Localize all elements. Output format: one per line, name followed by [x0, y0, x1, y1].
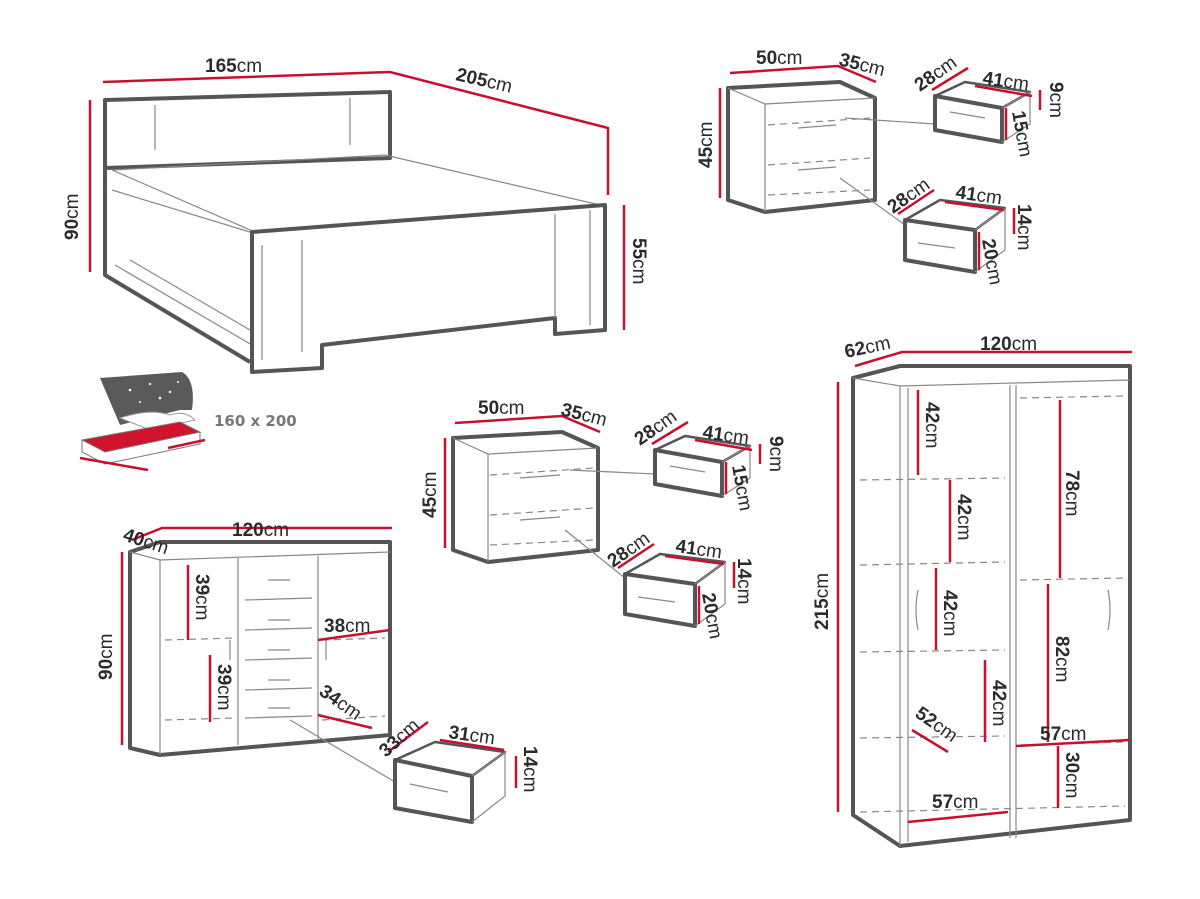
- bedside-table-2-width-label: 50cm: [478, 398, 524, 419]
- mattress-icon: 160 x 200: [79, 372, 297, 472]
- dresser-left-shelf-upper-label: 39cm: [191, 574, 212, 620]
- bedside-table-1-drawer-bottom-depth-label: 28cm: [884, 174, 934, 218]
- bedside-table-2-drawer-bottom-front-label: 20cm: [697, 591, 726, 640]
- bed-length-label: 205cm: [454, 64, 514, 97]
- dresser-right-shelf-label: 38cm: [324, 616, 370, 637]
- wardrobe-height-label: 215cm: [812, 573, 833, 630]
- bedside-table-1-width-label: 50cm: [756, 48, 802, 69]
- bedside-table-1-top-dimension: [729, 64, 877, 84]
- bedside-table-2-drawer-bottom: 28cm 41cm 14cm 20cm: [604, 528, 754, 640]
- bedside-table-1-drawer-top-front-label: 15cm: [1007, 109, 1036, 158]
- mattress-size-label: 160 x 200: [214, 412, 297, 430]
- bedside-table-1-drawer-bottom: 28cm 41cm 14cm 20cm: [884, 174, 1034, 286]
- dresser-right-shelf-depth-label: 34cm: [315, 681, 365, 725]
- dresser-drawer: 33cm 31cm 14cm: [375, 715, 540, 824]
- wardrobe-hanging-upper-label: 78cm: [1061, 470, 1082, 516]
- bedside-table-1-drawer-top: 28cm 41cm 9cm 15cm: [911, 52, 1066, 158]
- wardrobe-inner-width-top-label: 57cm: [1040, 724, 1086, 745]
- bedside-table-1-drawer-top-depth-label: 28cm: [911, 52, 961, 96]
- wardrobe-body: [851, 364, 1132, 848]
- bedside-table-2-drawer-bottom-height-label: 14cm: [733, 558, 754, 604]
- bedside-table-1: 50cm 35cm 45cm 28cm 41cm 9cm 15cm 28cm 4…: [696, 48, 1066, 287]
- bedside-table-2-drawer-bottom-width-label: 41cm: [674, 536, 723, 563]
- wardrobe: 62cm 120cm 215cm 42cm 42cm 42cm 42cm 78c…: [812, 333, 1132, 848]
- dresser-left-shelf-lower-label: 39cm: [213, 664, 234, 710]
- bed: 165cm 205cm 90cm 55cm: [62, 56, 649, 374]
- bedside-table-1-drawer-bottom-height-label: 14cm: [1013, 204, 1034, 250]
- bed-side-frame: [103, 168, 252, 364]
- bedside-table-2-top-dimension: [454, 414, 601, 434]
- bed-headboard: [103, 90, 392, 170]
- wardrobe-shelf-2-label: 42cm: [953, 494, 974, 540]
- bedside-table-1-drawer-bottom-front-label: 20cm: [977, 237, 1006, 286]
- wardrobe-depth-label: 62cm: [843, 333, 893, 363]
- bedside-table-2-height-label: 45cm: [420, 472, 441, 518]
- bed-width-label: 165cm: [205, 56, 262, 77]
- bedside-table-1-height-label: 45cm: [696, 122, 717, 168]
- bedside-table-2: 50cm 35cm 45cm 28cm 41cm 9cm 15cm 28cm 4…: [420, 398, 786, 641]
- bedside-table-2-body: [451, 430, 600, 564]
- dresser-drawer-height-label: 14cm: [519, 746, 540, 792]
- bedside-table-1-body: [726, 80, 877, 214]
- bed-footboard: [250, 203, 607, 374]
- bedside-table-2-drawer-bottom-depth-label: 28cm: [604, 528, 654, 572]
- bedside-table-2-drawer-top-width-label: 41cm: [701, 422, 750, 449]
- bedside-table-2-depth-label: 35cm: [559, 399, 609, 431]
- bedside-table-2-drawer-top-height-label: 9cm: [765, 436, 786, 472]
- dresser-top-dimension: [131, 526, 392, 542]
- bedside-table-2-drawer-top-front-label: 15cm: [727, 463, 756, 512]
- wardrobe-inner-width-bottom-label: 57cm: [932, 792, 978, 813]
- wardrobe-width-label: 120cm: [980, 334, 1037, 355]
- bed-mattress: [111, 154, 601, 233]
- wardrobe-shelf-3-label: 42cm: [939, 590, 960, 636]
- wardrobe-shelf-4-label: 42cm: [988, 680, 1009, 726]
- wardrobe-drawer-height-label: 30cm: [1061, 752, 1082, 798]
- dresser-drawer-width-label: 31cm: [447, 722, 496, 749]
- bed-height-label: 90cm: [62, 194, 83, 240]
- dresser-body: [128, 540, 392, 757]
- bed-footboard-label: 55cm: [628, 238, 649, 284]
- bedside-table-1-drawer-top-height-label: 9cm: [1045, 82, 1066, 118]
- bed-top-dimension: [102, 70, 610, 195]
- dresser-width-label: 120cm: [232, 520, 289, 541]
- wardrobe-hanging-lower-label: 82cm: [1051, 636, 1072, 682]
- bedside-table-1-drawer-top-width-label: 41cm: [981, 68, 1030, 95]
- wardrobe-shelf-depth-label: 52cm: [911, 703, 961, 747]
- wardrobe-top-dimension: [854, 350, 1132, 368]
- dresser-drawer-depth-label: 33cm: [375, 715, 424, 762]
- bedside-table-2-drawer-top-depth-label: 28cm: [631, 406, 681, 450]
- bedside-table-2-drawer-top: 28cm 41cm 9cm 15cm: [631, 406, 786, 512]
- dresser: 40cm 120cm 90cm 39cm 39cm 38cm 34cm 33cm…: [96, 520, 540, 824]
- dresser-height-label: 90cm: [96, 634, 117, 680]
- bedside-table-1-drawer-bottom-width-label: 41cm: [954, 182, 1003, 209]
- wardrobe-shelf-1-label: 42cm: [921, 402, 942, 448]
